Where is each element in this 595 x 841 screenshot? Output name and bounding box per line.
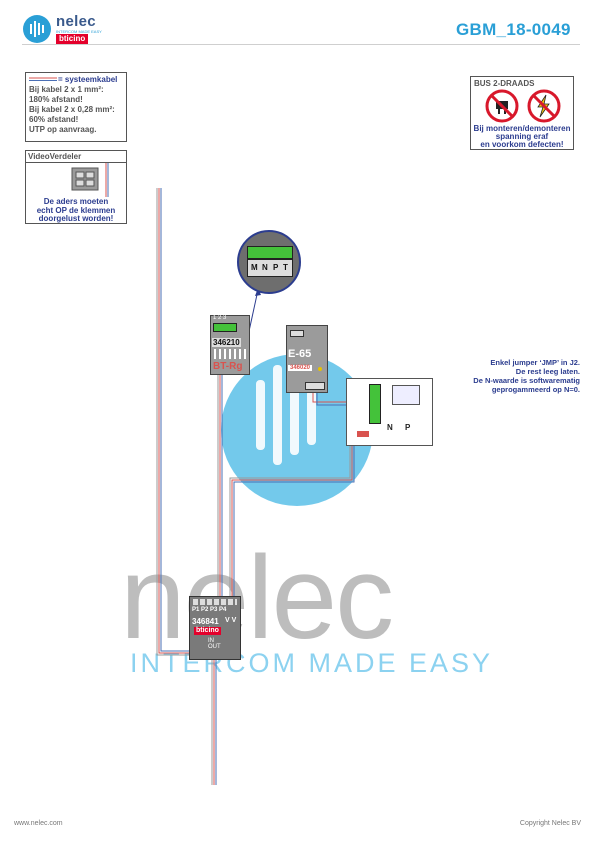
zoom-label-n: N: [262, 263, 268, 272]
legend-title: = systeemkabel: [58, 75, 118, 84]
videoverdeler-title: VideoVerdeler: [28, 152, 82, 161]
bticino-logo: bticino: [56, 34, 89, 44]
footer-website: www.nelec.com: [14, 820, 63, 827]
jumper-strip: [247, 246, 293, 259]
no-plug-icon: [485, 89, 519, 123]
legend-line-1: Bij kabel 2 x 1 mm²:: [29, 85, 104, 94]
e65-power-supply: E-65 346020: [286, 325, 328, 393]
jumper-terminal-block: M N P T: [247, 259, 293, 277]
brand-name: nelec: [56, 13, 96, 30]
watermark-word: nelec: [120, 532, 394, 664]
distributor-code: 346841: [192, 617, 219, 626]
monitor-jumper: [357, 431, 369, 437]
legend-line-4: 60% afstand!: [29, 115, 79, 124]
video-monitor: N P: [346, 378, 433, 446]
monitor-screen-icon: [392, 385, 420, 405]
e65-name: E-65: [288, 348, 312, 360]
port-p1: P1: [192, 607, 200, 613]
zoom-label-t: T: [283, 263, 288, 272]
bus-warning-title: BUS 2-DRAADS: [474, 79, 535, 88]
video-distributor: P1 P2 P3 P4 346841 V V bticino IN OUT: [189, 596, 241, 660]
bt-rg-terminals: 1 2 3: [213, 315, 227, 321]
bus-warning-panel: BUS 2-DRAADS Bij monteren/demonteren spa…: [470, 76, 574, 150]
videoverdeler-divider: [26, 162, 126, 163]
port-p3: P3: [210, 607, 218, 613]
bt-rg-code: 346210: [212, 338, 241, 347]
bt-rg-dip-switches: [214, 349, 246, 359]
bt-rg-name: BT-Rg: [213, 361, 243, 372]
jumper-instruction: Enkel jumper ‘JMP’ in J2. De rest leeg l…: [430, 358, 580, 394]
videoverdeler-panel: VideoVerdeler De aders moeten echt OP de…: [25, 150, 127, 224]
e65-code: 346020: [288, 365, 313, 371]
jumper-zoom-detail: M N P T: [237, 230, 301, 294]
no-voltage-icon: [527, 89, 561, 123]
port-p2: P2: [201, 607, 209, 613]
videoverdeler-note-2: echt OP de klemmen: [36, 206, 116, 215]
instruction-line-4: geprogammeerd op N=0.: [491, 385, 580, 394]
videoverdeler-note-1: De aders moeten: [43, 197, 109, 206]
legend-line-2: 180% afstand!: [29, 95, 83, 104]
distributor-top-terminals: [193, 599, 237, 605]
bus-warning-note-1: Bij monteren/demonteren: [473, 124, 571, 133]
distributor-out: OUT: [208, 644, 221, 650]
bt-rg-green-terminal: [213, 323, 237, 332]
e65-top-terminal: [290, 330, 304, 337]
header-divider: [22, 44, 580, 45]
instruction-line-1: Enkel jumper ‘JMP’ in J2.: [490, 358, 580, 367]
footer-copyright: Copyright Nelec BV: [519, 820, 581, 827]
e65-led: [318, 367, 322, 371]
e65-bottom-terminal: [305, 382, 325, 390]
system-cable-swatch: [29, 77, 57, 81]
monitor-p-label: P: [405, 423, 411, 432]
nelec-logo: nelec INTERCOM MADE EASY bticino: [22, 13, 132, 44]
instruction-line-3: De N-waarde is softwarematig: [473, 376, 580, 385]
instruction-line-2: De rest leeg laten.: [515, 367, 580, 376]
distributor-brand: bticino: [194, 627, 221, 635]
distributor-ports: P1 P2 P3 P4: [192, 607, 226, 613]
bus-warning-note-2: spanning eraf: [495, 132, 549, 141]
videoverdeler-terminal-icon: [71, 163, 109, 197]
monitor-n-label: N: [387, 423, 393, 432]
document-id: GBM_18-0049: [456, 20, 571, 39]
monitor-terminal-block: [369, 384, 381, 424]
distributor-in: IN: [208, 638, 214, 644]
bt-rg-device: 1 2 3 346210 BT-Rg: [210, 315, 250, 375]
cable-legend: = systeemkabel Bij kabel 2 x 1 mm²: 180%…: [25, 72, 127, 142]
videoverdeler-note-3: doorgelust worden!: [38, 214, 114, 223]
brand-tagline: INTERCOM MADE EASY: [56, 29, 102, 34]
zoom-label-p: P: [273, 263, 279, 272]
legend-line-3: Bij kabel 2 x 0,28 mm²:: [29, 105, 115, 114]
legend-line-5: UTP op aanvraag.: [29, 125, 97, 134]
zoom-label-m: M: [251, 263, 258, 272]
distributor-suffix: V V: [225, 617, 237, 624]
port-p4: P4: [219, 607, 227, 613]
bus-warning-note-3: en voorkom defecten!: [480, 140, 564, 149]
nelec-logo-icon: [23, 15, 51, 43]
